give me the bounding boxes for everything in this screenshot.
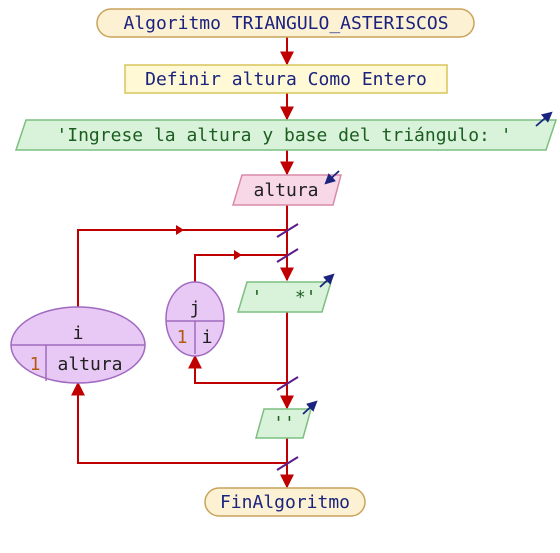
- start-label: Algoritmo TRIANGULO_ASTERISCOS: [123, 13, 448, 34]
- read-input-box[interactable]: altura: [231, 170, 342, 206]
- outer-loop-entry-line: [77, 229, 182, 307]
- junction-mark-outer-top: [276, 223, 299, 238]
- asterisk-output-box[interactable]: ' *': [236, 273, 335, 313]
- junction-mark-inner-bottom: [276, 376, 299, 391]
- prompt-label: 'Ingrese la altura y base del triángulo:…: [56, 125, 511, 146]
- inner-loop-end: i: [202, 327, 213, 348]
- outer-loop-start: 1: [30, 354, 41, 375]
- asterisk-output-label: ' *': [251, 287, 316, 308]
- inner-loop-entry-arrowhead: [234, 250, 242, 260]
- end-label: FinAlgoritmo: [220, 492, 350, 513]
- outer-loop-end: altura: [57, 354, 122, 375]
- outer-loop-node[interactable]: i 1 altura: [10, 306, 146, 384]
- start-terminal[interactable]: Algoritmo TRIANGULO_ASTERISCOS: [96, 8, 475, 38]
- outer-loop-var: i: [73, 323, 84, 344]
- inner-loop-node[interactable]: j 1 i: [165, 281, 225, 357]
- newline-output-box[interactable]: '': [255, 400, 318, 439]
- prompt-output-box[interactable]: 'Ingrese la altura y base del triángulo:…: [14, 111, 558, 151]
- connectors: [71, 37, 294, 489]
- junction-mark-outer-bottom: [276, 456, 299, 471]
- junction-marks: [276, 223, 299, 471]
- define-label: Definir altura Como Entero: [145, 69, 427, 90]
- end-terminal[interactable]: FinAlgoritmo: [204, 487, 366, 517]
- inner-loop-return-line: [188, 354, 287, 384]
- output-arrow-icon: [302, 400, 318, 415]
- inner-loop-var: j: [190, 298, 201, 319]
- outer-loop-entry-arrowhead: [176, 225, 184, 235]
- inner-loop-start: 1: [177, 327, 188, 348]
- inner-loop-entry-line: [194, 254, 287, 283]
- input-arrow-icon: [324, 170, 340, 185]
- read-label: altura: [253, 180, 318, 201]
- outer-loop-return-line: [71, 381, 287, 464]
- output-arrow-icon: [319, 273, 335, 288]
- junction-mark-inner-top: [276, 248, 299, 263]
- output-arrow-icon: [535, 111, 553, 127]
- newline-output-label: '': [273, 413, 295, 434]
- define-process-box[interactable]: Definir altura Como Entero: [124, 64, 448, 94]
